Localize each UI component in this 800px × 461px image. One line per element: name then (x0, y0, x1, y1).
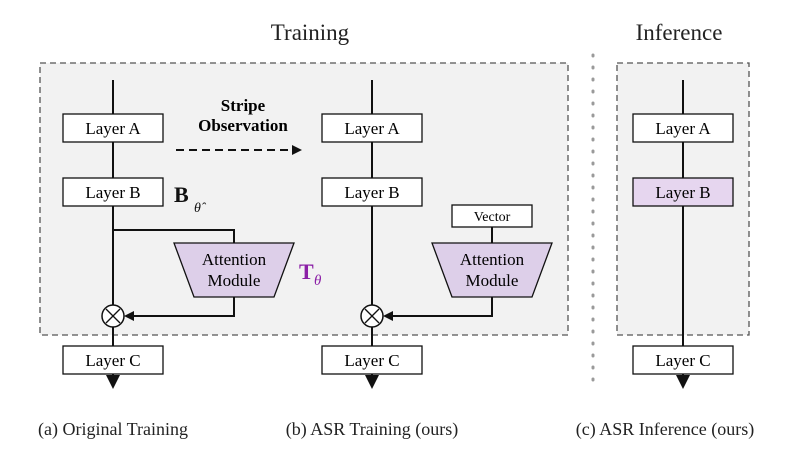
attention-label-line2: Module (466, 271, 519, 290)
caption-a: (a) Original Training (38, 419, 188, 440)
layer-b-label: Layer B (85, 183, 140, 202)
attention-label-line1: Attention (202, 250, 267, 269)
layer-b-box (632, 177, 734, 207)
layer-a-box (62, 113, 164, 143)
vector-box (451, 204, 533, 228)
stripe-label-line1: Stripe (221, 96, 266, 115)
layer-b-box (62, 177, 164, 207)
layer-c-label: Layer C (344, 351, 399, 370)
attention-module (173, 242, 295, 298)
param-t-subscript: θ (314, 273, 322, 289)
caption-b: (b) ASR Training (ours) (286, 419, 459, 440)
layer-a-box (632, 113, 734, 143)
layer-b-label: Layer B (344, 183, 399, 202)
param-t-symbol: T (299, 259, 314, 284)
layer-b-box (321, 177, 423, 207)
caption-c: (c) ASR Inference (ours) (576, 419, 754, 440)
layer-a-label: Layer A (344, 119, 400, 138)
heading-inference: Inference (636, 20, 723, 45)
layer-c-label: Layer C (85, 351, 140, 370)
layer-a-label: Layer A (655, 119, 711, 138)
attention-label-line2: Module (208, 271, 261, 290)
vector-label: Vector (474, 210, 511, 225)
param-b-symbol: B (174, 182, 189, 207)
layer-c-label: Layer C (655, 351, 710, 370)
stripe-label-line2: Observation (198, 116, 288, 135)
layer-c-box (62, 345, 164, 375)
panel-a: Layer A Layer B Layer C Attention Module… (62, 80, 322, 389)
panel-c: Layer A Layer B Layer C (632, 80, 734, 389)
layer-c-box (321, 345, 423, 375)
attention-module (431, 242, 553, 298)
stripe-observation: Stripe Observation (176, 96, 302, 155)
layer-a-box (321, 113, 423, 143)
layer-b-label: Layer B (655, 183, 710, 202)
attention-label-line1: Attention (460, 250, 525, 269)
heading-training: Training (271, 20, 350, 45)
panel-b: Layer A Layer B Layer C Vector Attention… (321, 80, 553, 389)
layer-c-box (632, 345, 734, 375)
layer-a-label: Layer A (85, 119, 141, 138)
